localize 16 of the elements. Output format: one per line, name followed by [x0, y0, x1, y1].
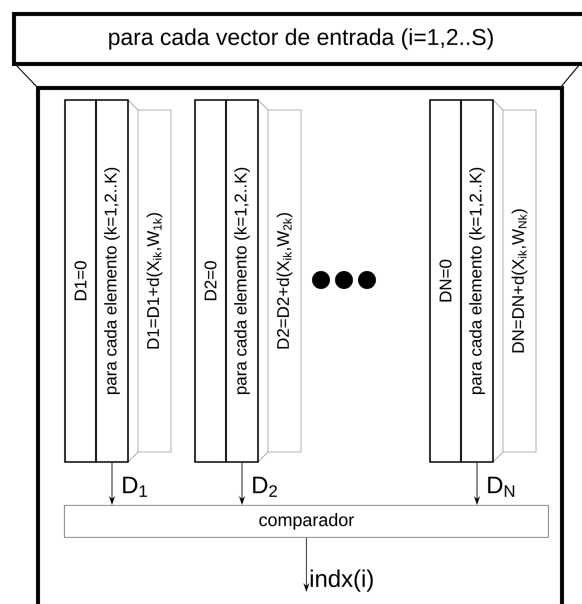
loop-body-box: D1=D1+d(X$_{ik}$,W$_{1k}$) — [128, 100, 172, 462]
loop-box: para cada elemento (k=1,2..K) — [225, 99, 259, 463]
loop-box: para cada elemento (k=1,2..K) — [95, 99, 129, 463]
comparator-box: comparador — [64, 505, 549, 538]
init-box: DN=0 — [429, 99, 462, 463]
loop-body-box: DN=DN+d(X$_{ik}$,W$_{Nk}$) — [492, 100, 536, 462]
loop-body-box: D2=D2+d(X$_{ik}$,W$_{2k}$) — [258, 100, 302, 462]
edge-label: D$_{2}$ — [253, 476, 277, 497]
output-label: indx(i) — [310, 570, 373, 592]
init-box: D1=0 — [64, 99, 97, 463]
edge-label: D$_{N}$ — [488, 476, 514, 497]
edge-label: D$_{1}$ — [123, 476, 147, 497]
loop-box: para cada elemento (k=1,2..K) — [460, 99, 494, 463]
init-box: D2=0 — [194, 99, 227, 463]
loop-body-frame — [14, 64, 580, 604]
loop-header-box: para cada vector de entrada (i=1,2..S) — [12, 12, 582, 66]
